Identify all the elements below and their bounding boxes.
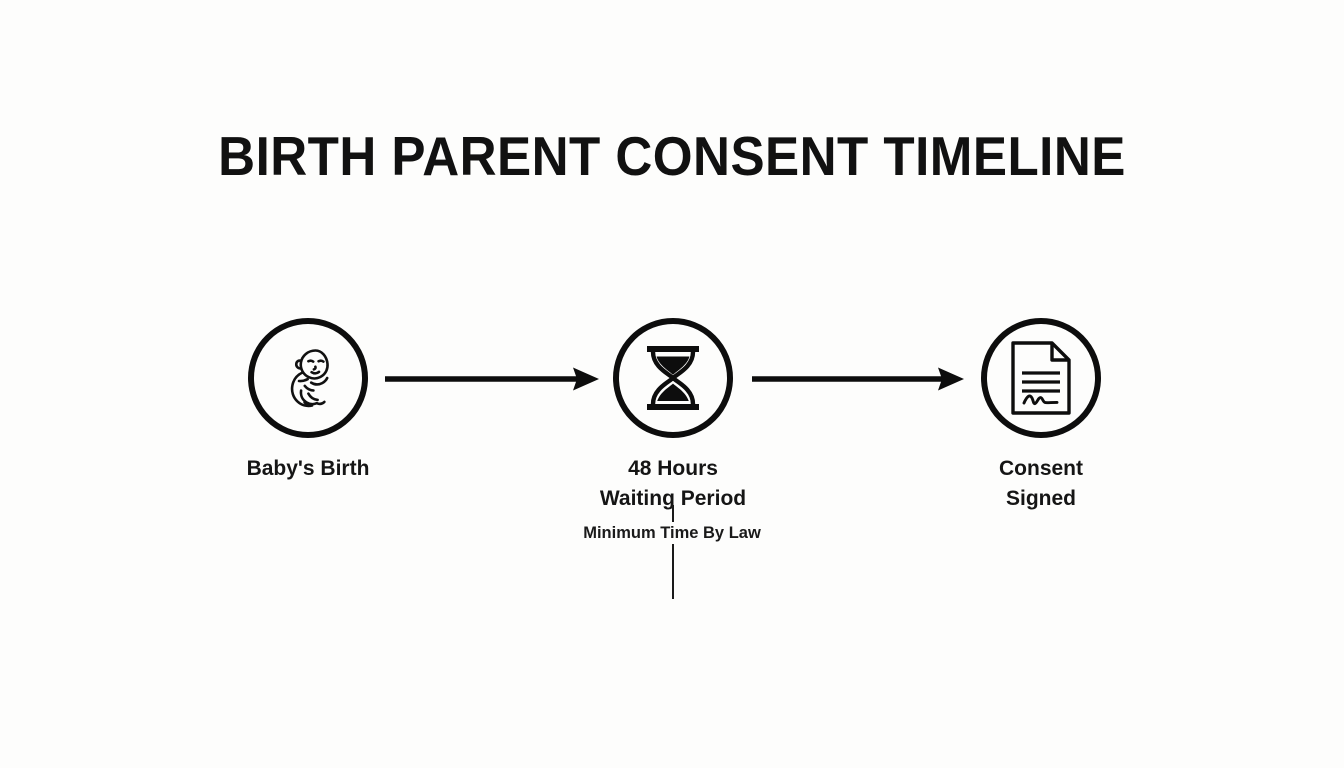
annotation-connector-line bbox=[672, 505, 674, 599]
page-title: BIRTH PARENT CONSENT TIMELINE bbox=[218, 125, 1126, 187]
arrow-birth-to-waiting bbox=[385, 366, 599, 392]
arrow-waiting-to-consent bbox=[752, 366, 964, 392]
timeline-node-waiting-circle bbox=[613, 318, 733, 438]
baby-icon bbox=[271, 341, 345, 415]
timeline-node-consent-circle bbox=[981, 318, 1101, 438]
timeline-node-birth-label: Baby's Birth bbox=[246, 457, 370, 480]
timeline-node-waiting[interactable]: 48 Hours Waiting Period bbox=[553, 318, 793, 514]
timeline-node-birth[interactable]: Baby's Birth bbox=[188, 318, 428, 484]
timeline-node-consent[interactable]: Consent Signed bbox=[921, 318, 1161, 514]
timeline-node-consent-label: Consent Signed bbox=[999, 457, 1083, 510]
signed-document-icon bbox=[1008, 339, 1074, 417]
timeline-node-birth-circle bbox=[248, 318, 368, 438]
hourglass-icon bbox=[637, 340, 709, 416]
annotation-minimum-time-label: Minimum Time By Law bbox=[575, 522, 769, 544]
timeline-node-waiting-label: 48 Hours Waiting Period bbox=[599, 457, 747, 510]
annotation-minimum-time: Minimum Time By Law bbox=[0, 522, 1344, 544]
